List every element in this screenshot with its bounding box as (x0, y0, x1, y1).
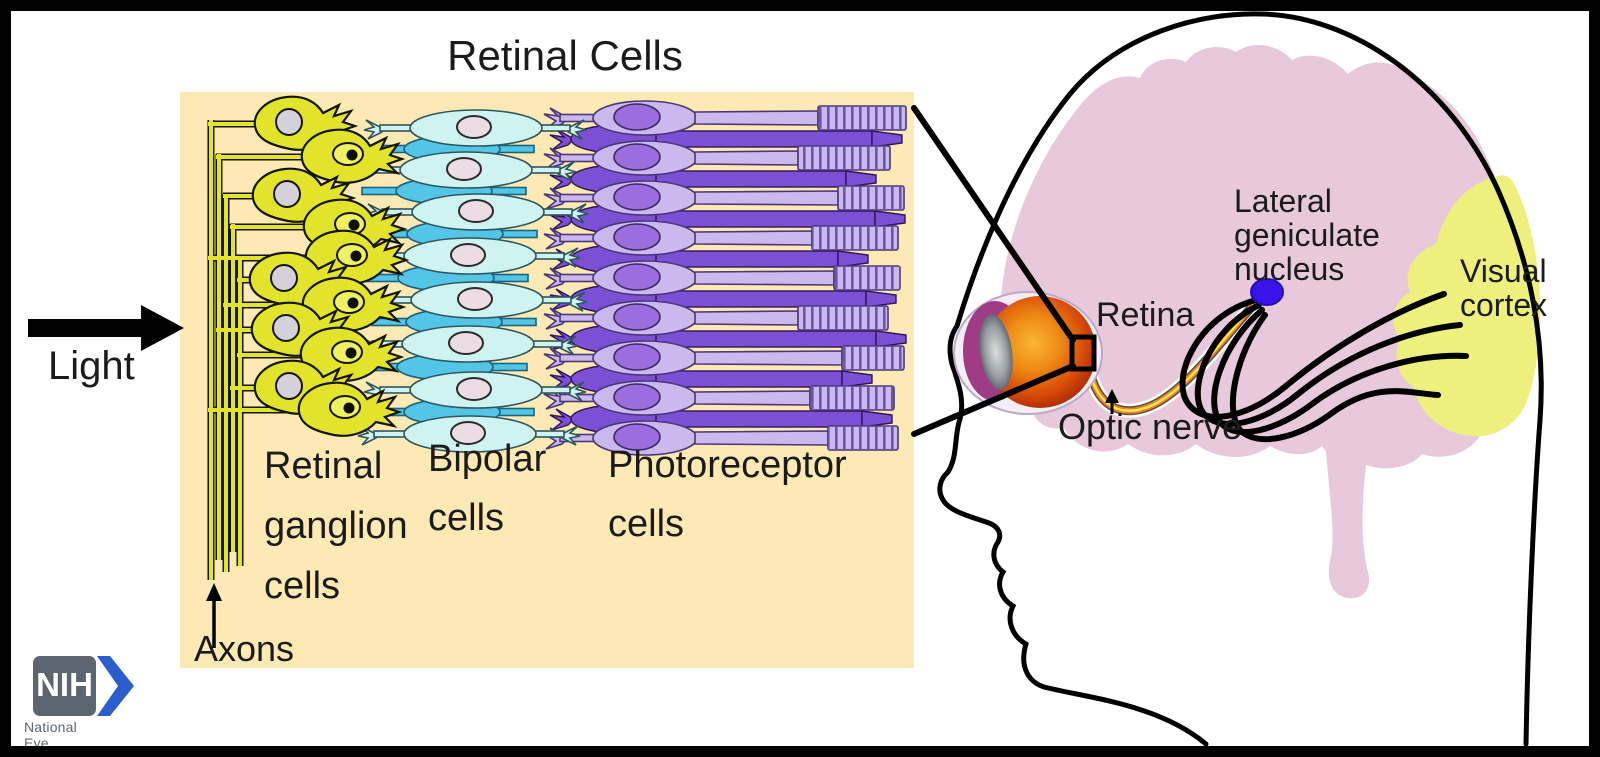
label-retina: Retina (1096, 296, 1195, 334)
optic-nerve (1083, 293, 1265, 418)
eye (953, 291, 1103, 415)
lgn-dot (1250, 278, 1284, 306)
label-optic-nerve: Optic nerve (1058, 406, 1243, 447)
head-outline (937, 11, 1544, 747)
retina-marker-box (1069, 334, 1097, 372)
axons-arrow (206, 583, 222, 648)
light-arrow (28, 305, 184, 351)
label-light: Light (48, 344, 135, 388)
label-lateral-geniculate-nucleus: Lateral geniculate nucleus (1234, 183, 1380, 287)
nih-logo-box: NIH (33, 656, 96, 716)
magnification-lines (911, 105, 1076, 437)
head-anatomy (937, 11, 1544, 747)
label-photoreceptor-cells: Photoreceptor cells (608, 444, 847, 545)
eye-lens (979, 314, 1013, 390)
visual-cortex-shape (1393, 175, 1541, 437)
label-axons: Axons (194, 628, 295, 669)
diagram-title: Retinal Cells (447, 32, 683, 79)
optic-radiations (1179, 291, 1469, 443)
ganglion-cells-art (248, 95, 410, 437)
eye-globe (984, 296, 1096, 408)
nih-institute-name: National Eye Institute (24, 719, 77, 757)
photoreceptor-cells-art (543, 100, 907, 456)
ganglion-axons-art (207, 120, 314, 580)
label-visual-cortex: Visual cortex (1460, 253, 1548, 323)
arrows (28, 305, 1119, 648)
nih-acronym: NIH (36, 666, 93, 703)
optic-nerve-arrow (1105, 389, 1119, 414)
label-bipolar-cells: Bipolar cells (428, 438, 547, 539)
nih-chevron-icon (97, 656, 134, 716)
label-retinal-ganglion-cells: Retinal ganglion cells (264, 445, 408, 607)
